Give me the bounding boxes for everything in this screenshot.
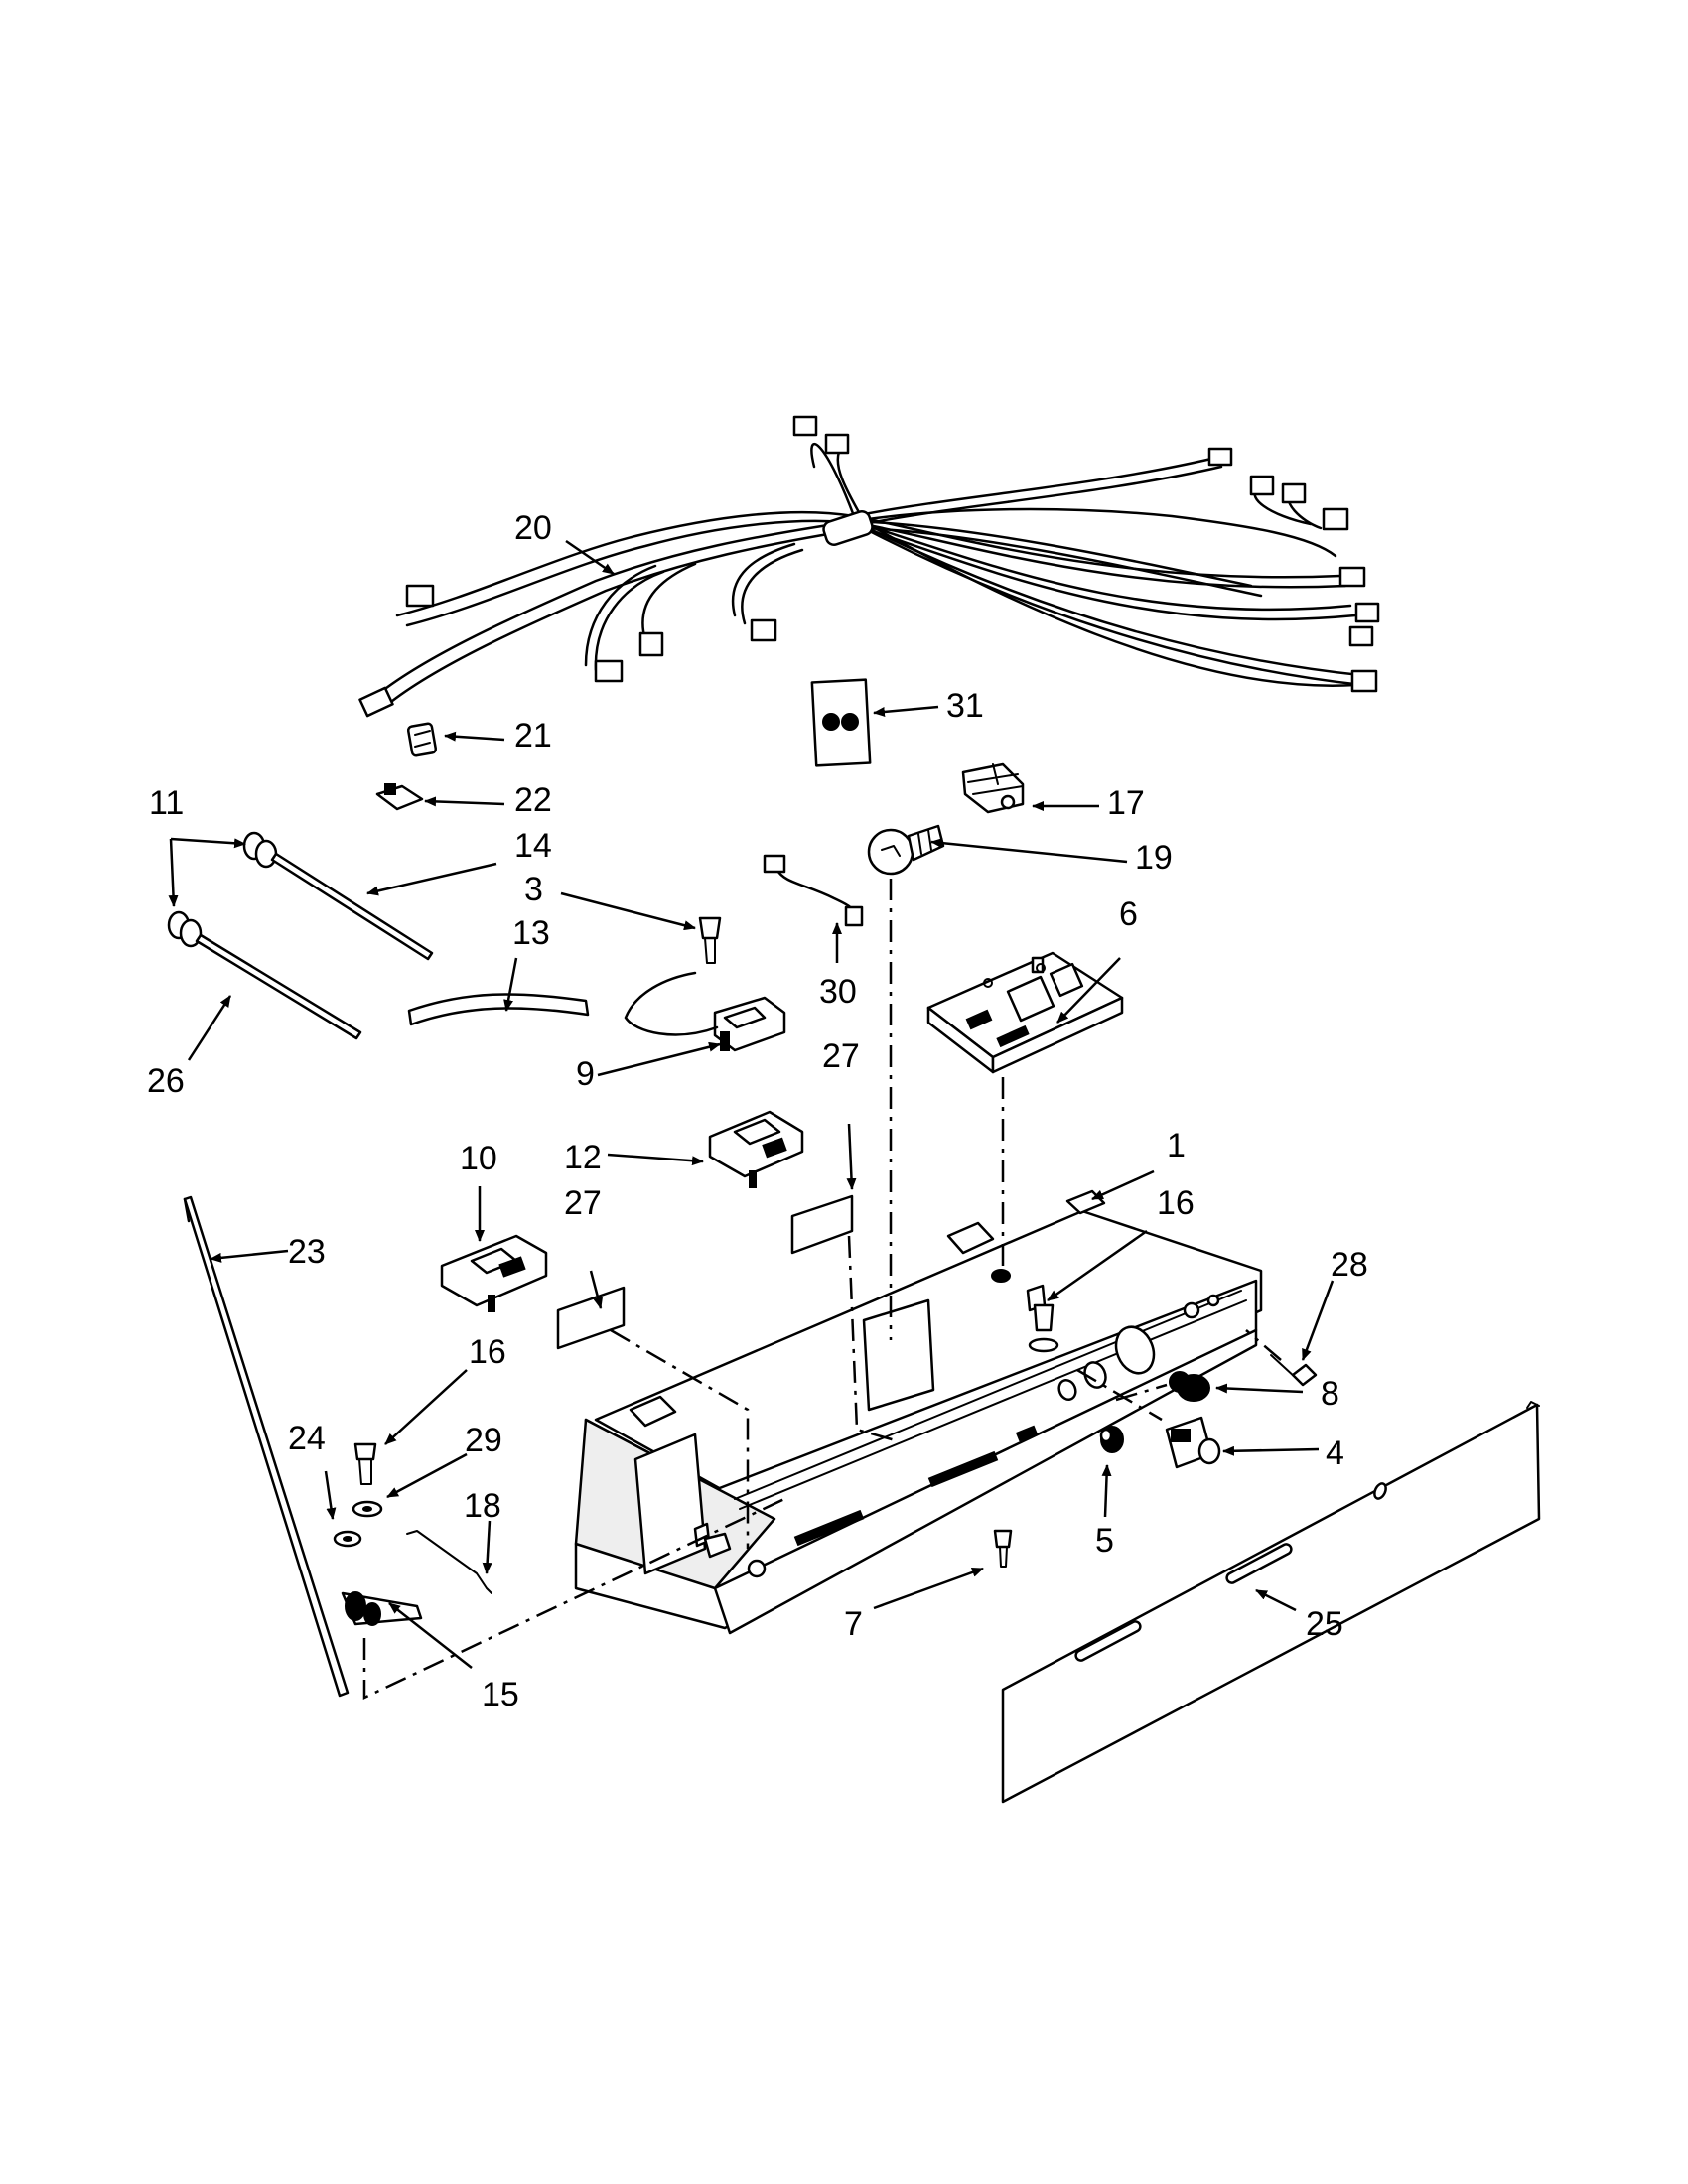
control-board-6[interactable] [926, 951, 1124, 1074]
callout-23: 23 [288, 1233, 326, 1271]
light-bulb-19[interactable] [867, 824, 945, 876]
callout-31: 31 [946, 687, 984, 725]
callout-27b: 27 [564, 1184, 602, 1222]
washer-24[interactable] [333, 1530, 362, 1548]
callout-15: 15 [482, 1676, 519, 1713]
callout-27a: 27 [822, 1037, 860, 1075]
callout-25: 25 [1306, 1605, 1343, 1643]
switch-9[interactable] [624, 971, 786, 1052]
assembly-lines [362, 879, 1282, 1700]
callout-17: 17 [1107, 784, 1145, 822]
callout-13: 13 [512, 914, 550, 952]
hose-13[interactable] [407, 993, 590, 1026]
hinge-bracket-15[interactable] [341, 1591, 423, 1626]
screw-16-lower[interactable] [353, 1442, 377, 1485]
rod-23[interactable] [183, 1195, 350, 1698]
callout-numbers: 20 21 22 31 11 14 3 17 19 13 30 6 26 9 2… [147, 509, 1368, 1713]
switch-bracket-12[interactable] [708, 1110, 804, 1188]
lamp-socket-17[interactable] [961, 762, 1025, 814]
callout-11: 11 [149, 784, 184, 822]
callout-21: 21 [514, 717, 552, 754]
callout-20: 20 [514, 509, 552, 547]
trim-25[interactable] [1001, 1401, 1541, 1804]
callout-4: 4 [1326, 1434, 1344, 1472]
leader-lines [168, 539, 1335, 1669]
callout-5: 5 [1095, 1522, 1114, 1560]
callout-9: 9 [576, 1055, 595, 1093]
spring-clip-18[interactable] [406, 1530, 492, 1594]
callout-19: 19 [1135, 839, 1173, 877]
callout-28: 28 [1331, 1246, 1368, 1284]
button-5[interactable] [1099, 1426, 1124, 1453]
callout-16a: 16 [1157, 1184, 1195, 1222]
callout-6: 6 [1119, 895, 1138, 933]
callout-3: 3 [524, 871, 543, 908]
wire-harness[interactable] [358, 415, 1380, 718]
callout-29: 29 [465, 1422, 502, 1459]
callout-16b: 16 [469, 1333, 506, 1371]
callout-1: 1 [1167, 1127, 1186, 1164]
callout-7: 7 [844, 1605, 863, 1643]
label-27-lower[interactable] [556, 1286, 626, 1350]
knob-8[interactable] [1169, 1371, 1210, 1402]
switch-4[interactable] [1165, 1416, 1221, 1469]
callout-12: 12 [564, 1139, 602, 1176]
callout-14: 14 [514, 827, 552, 865]
callout-10: 10 [460, 1140, 497, 1177]
retainer-22[interactable] [375, 783, 424, 811]
clip-21[interactable] [406, 722, 438, 757]
screw-7[interactable] [993, 1529, 1013, 1568]
grommets-11[interactable] [167, 831, 278, 948]
callout-26: 26 [147, 1062, 185, 1100]
callout-8: 8 [1321, 1375, 1339, 1413]
callout-18: 18 [464, 1487, 501, 1525]
tube-14[interactable] [270, 852, 434, 961]
jumper-wire-30[interactable] [763, 854, 864, 927]
callout-22: 22 [514, 781, 552, 819]
label-27-upper[interactable] [790, 1194, 854, 1255]
pad-31[interactable] [810, 678, 872, 767]
screw-3[interactable] [698, 916, 722, 964]
tube-26[interactable] [195, 933, 362, 1040]
washer-29[interactable] [352, 1500, 383, 1518]
control-housing-1[interactable] [574, 1189, 1263, 1635]
callout-24: 24 [288, 1420, 326, 1457]
screw-16-upper[interactable] [1028, 1303, 1059, 1353]
switch-bracket-10[interactable] [440, 1234, 548, 1312]
screw-28[interactable] [1270, 1354, 1318, 1387]
callout-30: 30 [819, 973, 857, 1011]
